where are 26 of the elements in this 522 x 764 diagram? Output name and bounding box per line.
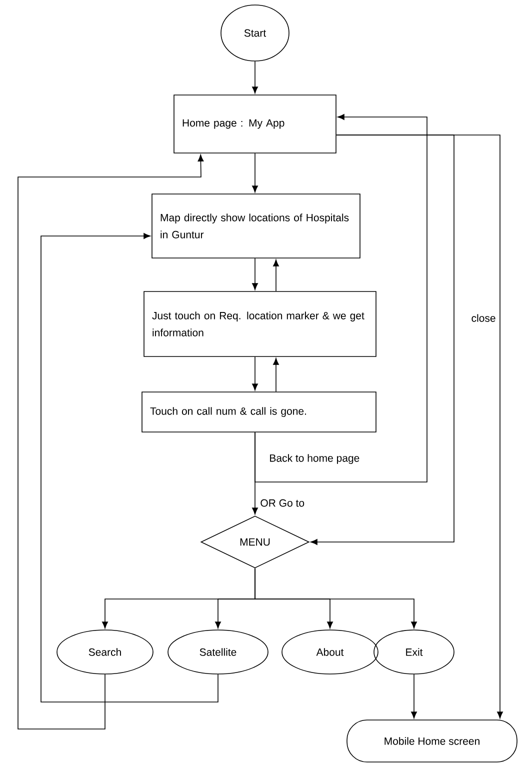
arrow (254, 114, 428, 482)
arrow (252, 61, 258, 94)
process-box: Map directly show locations of Hospitals in Guntur (152, 194, 360, 258)
process-box: Touch on call num & call is gone. (142, 392, 376, 432)
arrow (254, 568, 417, 628)
option-oval: Exit (374, 630, 454, 674)
end-terminal: Mobile Home screen (346, 720, 518, 762)
start-oval: Start (220, 4, 290, 62)
arrow (252, 356, 258, 390)
option-oval: About (282, 630, 378, 674)
edge-label: close (472, 314, 496, 322)
arrow (18, 154, 204, 730)
arrow (273, 260, 279, 292)
edge-label: OR Go to (260, 499, 304, 507)
edge-label: Back to home page (270, 454, 360, 464)
arrow (411, 674, 417, 718)
process-box: Home page : My App (174, 94, 336, 154)
arrow (252, 258, 258, 290)
arrow (252, 153, 258, 192)
arrow (310, 134, 454, 545)
arrow (40, 233, 218, 702)
option-oval: Satellite (168, 630, 268, 674)
arrow (336, 134, 503, 718)
process-box: Just touch on Req. location marker & we get information (144, 291, 376, 357)
option-oval: Search (56, 630, 154, 674)
arrow (273, 358, 279, 392)
